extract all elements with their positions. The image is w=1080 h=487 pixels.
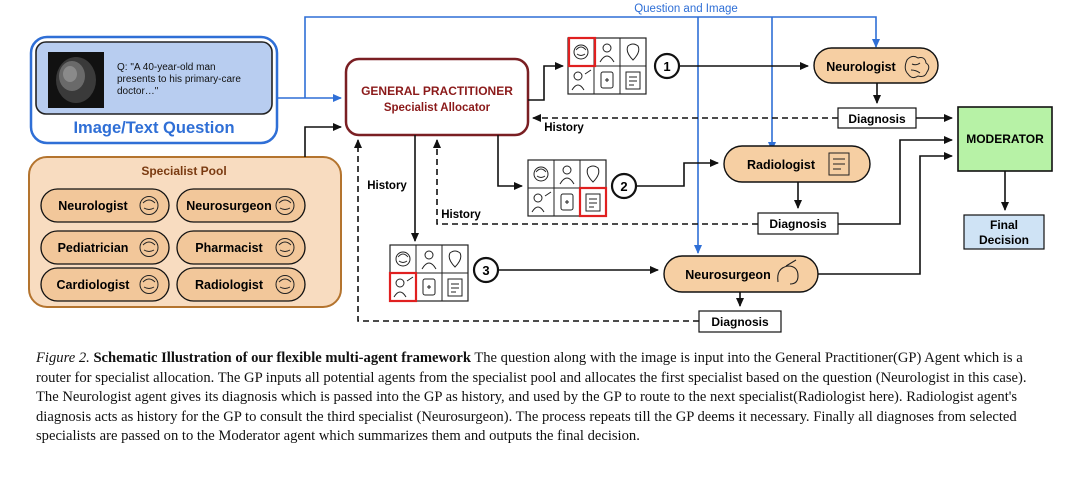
medicine-bottle-icon (275, 238, 295, 257)
figure-caption: Figure 2. Schematic Illustration of our … (36, 349, 1046, 447)
selected-neurologist-highlight (567, 36, 597, 68)
final-label-1: Final (990, 218, 1018, 232)
diagnosis-label-3: Diagnosis (711, 315, 769, 329)
doctor-icon-detail (142, 241, 156, 252)
final-label-2: Decision (979, 233, 1029, 247)
pool-item (40, 267, 170, 302)
pool-item (176, 267, 306, 302)
history-label-1: History (544, 122, 584, 134)
pool-item-label: Radiologist (195, 278, 264, 292)
final-decision-box (963, 214, 1045, 250)
moderator-label: MODERATOR (966, 132, 1044, 146)
pool-item-label: Cardiologist (57, 278, 131, 292)
medicine-bottle-icon-detail (278, 241, 292, 252)
pool-item-label: Pediatrician (58, 241, 129, 255)
pool-item-label: Pharmacist (195, 241, 263, 255)
brain-icon (904, 55, 930, 79)
pool-item (40, 230, 170, 265)
pool-item-label: Neurosurgeon (186, 199, 271, 213)
brain-icon (139, 196, 159, 215)
gp-title: GENERAL PRACTITIONER (361, 84, 513, 98)
question-image-label: Question and Image (634, 3, 738, 15)
neurologist-agent-label: Neurologist (826, 60, 896, 74)
moderator-box (957, 106, 1053, 172)
surgeon-icon-detail (278, 199, 292, 210)
neurosurgeon-agent-label: Neurosurgeon (685, 268, 770, 282)
diagnosis-label-1: Diagnosis (848, 112, 906, 126)
diagnosis-label-2: Diagnosis (769, 217, 827, 231)
figure-number: Figure 2. (36, 350, 90, 366)
scan-icon (275, 275, 295, 294)
question-text-3: doctor…" (117, 86, 159, 97)
heart-icon-detail (142, 278, 156, 289)
gp-box (344, 57, 530, 137)
neurologist-agent (813, 47, 939, 84)
step-2-label: 2 (620, 179, 627, 194)
selected-radiologist-highlight (578, 186, 608, 218)
brain-icon-detail (142, 199, 156, 210)
selected-neurosurgeon-highlight (388, 271, 418, 303)
history-label-3: History (367, 180, 407, 192)
pool-item (176, 230, 306, 265)
pool-item-label: Neurologist (58, 199, 128, 213)
input-label: Image/Text Question (73, 119, 234, 137)
surgeon-icon (777, 259, 799, 285)
scan-icon (828, 152, 850, 176)
pool-title: Specialist Pool (141, 164, 226, 178)
scan-icon-detail (278, 278, 292, 289)
radiologist-agent (723, 145, 871, 183)
step-1-label: 1 (663, 59, 670, 74)
pool-item (176, 188, 306, 223)
history-label-2: History (441, 209, 481, 221)
step-3-circle (472, 256, 500, 284)
radiologist-agent-label: Radiologist (747, 158, 816, 172)
history-arrows (354, 114, 838, 322)
question-text-2: presents to his primary-care (117, 74, 241, 85)
heart-icon (139, 275, 159, 294)
doctor-icon (139, 238, 159, 257)
question-image-arrows (277, 16, 880, 254)
question-text-1: Q: "A 40-year-old man (117, 62, 216, 73)
pool-item (40, 188, 170, 223)
surgeon-icon (275, 196, 295, 215)
caption-body: The question along with the image is inp… (36, 350, 1027, 445)
flow-arrows (411, 62, 1009, 307)
framework-diagram: Q: "A 40-year-old man presents to his pr… (28, 3, 1053, 333)
caption-title: Schematic Illustration of our flexible m… (93, 350, 471, 366)
step-3-label: 3 (482, 263, 489, 278)
step-2-circle (610, 172, 638, 200)
gp-subtitle: Specialist Allocator (384, 102, 491, 114)
step-1-circle (653, 52, 681, 80)
